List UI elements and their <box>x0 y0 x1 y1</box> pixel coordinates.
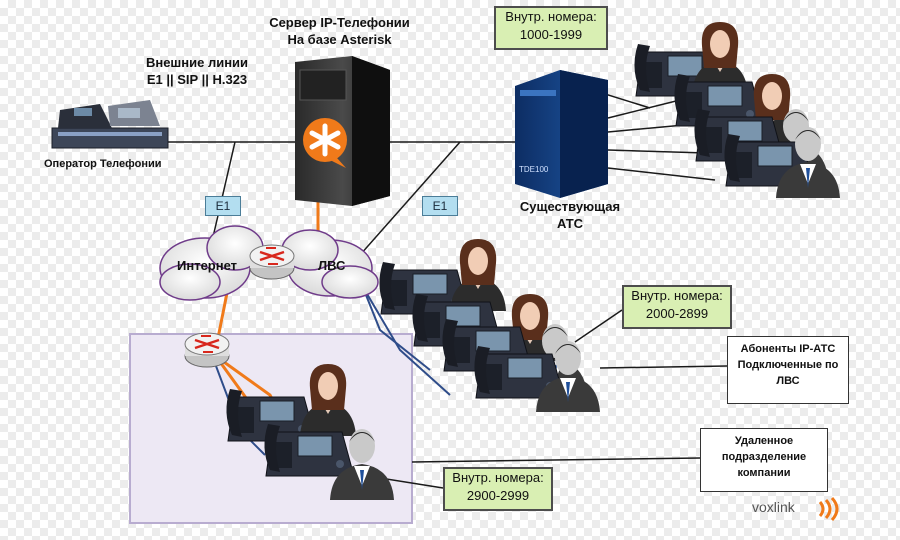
ext-group-title: Внутр. номера: <box>505 9 597 24</box>
lan-subscribers-line: Подключенные по <box>737 359 839 371</box>
voxlink-logo-icon <box>818 496 839 522</box>
remote-office-line: подразделение <box>721 451 807 463</box>
existing-pbx-line: Существующая <box>519 199 621 214</box>
ext-group-title: Внутр. номера: <box>452 470 544 485</box>
remote-office-box: Удаленное подразделение компании <box>700 428 828 492</box>
ext-group-range: 1000-1999 <box>519 27 583 42</box>
asterisk-server <box>295 56 390 206</box>
phone-icon <box>263 423 355 477</box>
server-label-line: На базе Asterisk <box>287 32 392 47</box>
ext-group-note: Внутр. номера: 2900-2999 <box>443 467 553 511</box>
server-label: Сервер IP-Телефонии На базе Asterisk <box>262 14 417 48</box>
operator-equipment <box>51 100 169 149</box>
external-lines-line: Внешние линии <box>145 55 249 70</box>
remote-router-icon <box>183 331 231 369</box>
remote-office-line: Удаленное <box>734 435 794 447</box>
lan-subscribers-box: Абоненты IP-АТС Подключенные по ЛВС <box>727 336 849 404</box>
external-lines-line: E1 || SIP || H.323 <box>146 72 248 87</box>
lan-cloud <box>281 229 379 299</box>
existing-pbx-label: Существующая АТС <box>512 198 628 232</box>
e1-badge: E1 <box>422 196 458 216</box>
ext-group-range: 2000-2899 <box>645 306 709 321</box>
internet-label: Интернет <box>177 258 238 273</box>
lan-subscribers-line: Абоненты IP-АТС <box>740 343 836 355</box>
ext-group-note: Внутр. номера: 1000-1999 <box>494 6 608 50</box>
pbx-model: TDE100 <box>519 165 549 174</box>
internet-cloud <box>159 225 264 301</box>
ext-group-title: Внутр. номера: <box>631 288 723 303</box>
existing-pbx <box>515 70 608 198</box>
lan-subscribers-line: ЛВС <box>776 375 800 387</box>
server-label-line: Сервер IP-Телефонии <box>269 15 410 30</box>
existing-pbx-line: АТС <box>556 216 584 231</box>
brand-logo: voxlink <box>752 499 795 515</box>
remote-office-line: компании <box>737 467 791 479</box>
ext-group-note: Внутр. номера: 2000-2899 <box>622 285 732 329</box>
operator-label: Оператор Телефонии <box>44 158 162 170</box>
lan-label: ЛВС <box>318 258 346 273</box>
external-lines-label: Внешние линии E1 || SIP || H.323 <box>128 54 266 88</box>
ext-group-range: 2900-2999 <box>466 488 530 503</box>
e1-badge: E1 <box>205 196 241 216</box>
internet-router-icon <box>248 243 296 281</box>
